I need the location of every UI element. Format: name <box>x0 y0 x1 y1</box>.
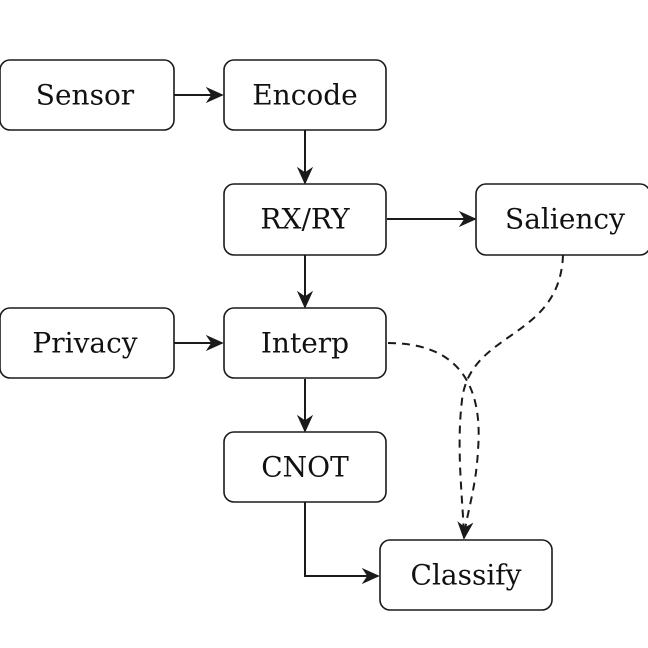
node-sensor: Sensor <box>0 59 175 131</box>
edges <box>174 86 564 585</box>
node-interp: Interp <box>223 307 387 379</box>
node-classify: Classify <box>379 539 553 611</box>
node-cnot-box <box>223 431 387 503</box>
node-classify-box <box>379 539 553 611</box>
node-interp-box <box>223 307 387 379</box>
node-rxry: RX/RY <box>223 183 387 256</box>
node-cnot-label: CNOT <box>261 451 349 484</box>
node-cnot: CNOT <box>223 431 387 503</box>
node-privacy: Privacy <box>0 307 175 379</box>
node-sensor-box <box>0 59 175 131</box>
node-saliency-box <box>475 183 648 256</box>
node-encode-label: Encode <box>252 79 358 112</box>
node-saliency: Saliency <box>475 183 648 256</box>
node-rxry-box <box>223 183 387 256</box>
node-classify-label: Classify <box>411 559 522 592</box>
node-sensor-label: Sensor <box>36 79 135 112</box>
edge-cnot-to-classify <box>304 502 380 585</box>
node-privacy-box <box>0 307 175 379</box>
node-privacy-label: Privacy <box>32 327 137 360</box>
edge-saliency-to-classify <box>458 254 564 539</box>
edge-interp-to-classify <box>387 342 480 540</box>
node-saliency-label: Saliency <box>505 203 625 236</box>
node-rxry-label: RX/RY <box>260 203 350 236</box>
node-interp-label: Interp <box>261 327 349 360</box>
node-encode-box <box>223 59 387 131</box>
node-encode: Encode <box>223 59 387 131</box>
